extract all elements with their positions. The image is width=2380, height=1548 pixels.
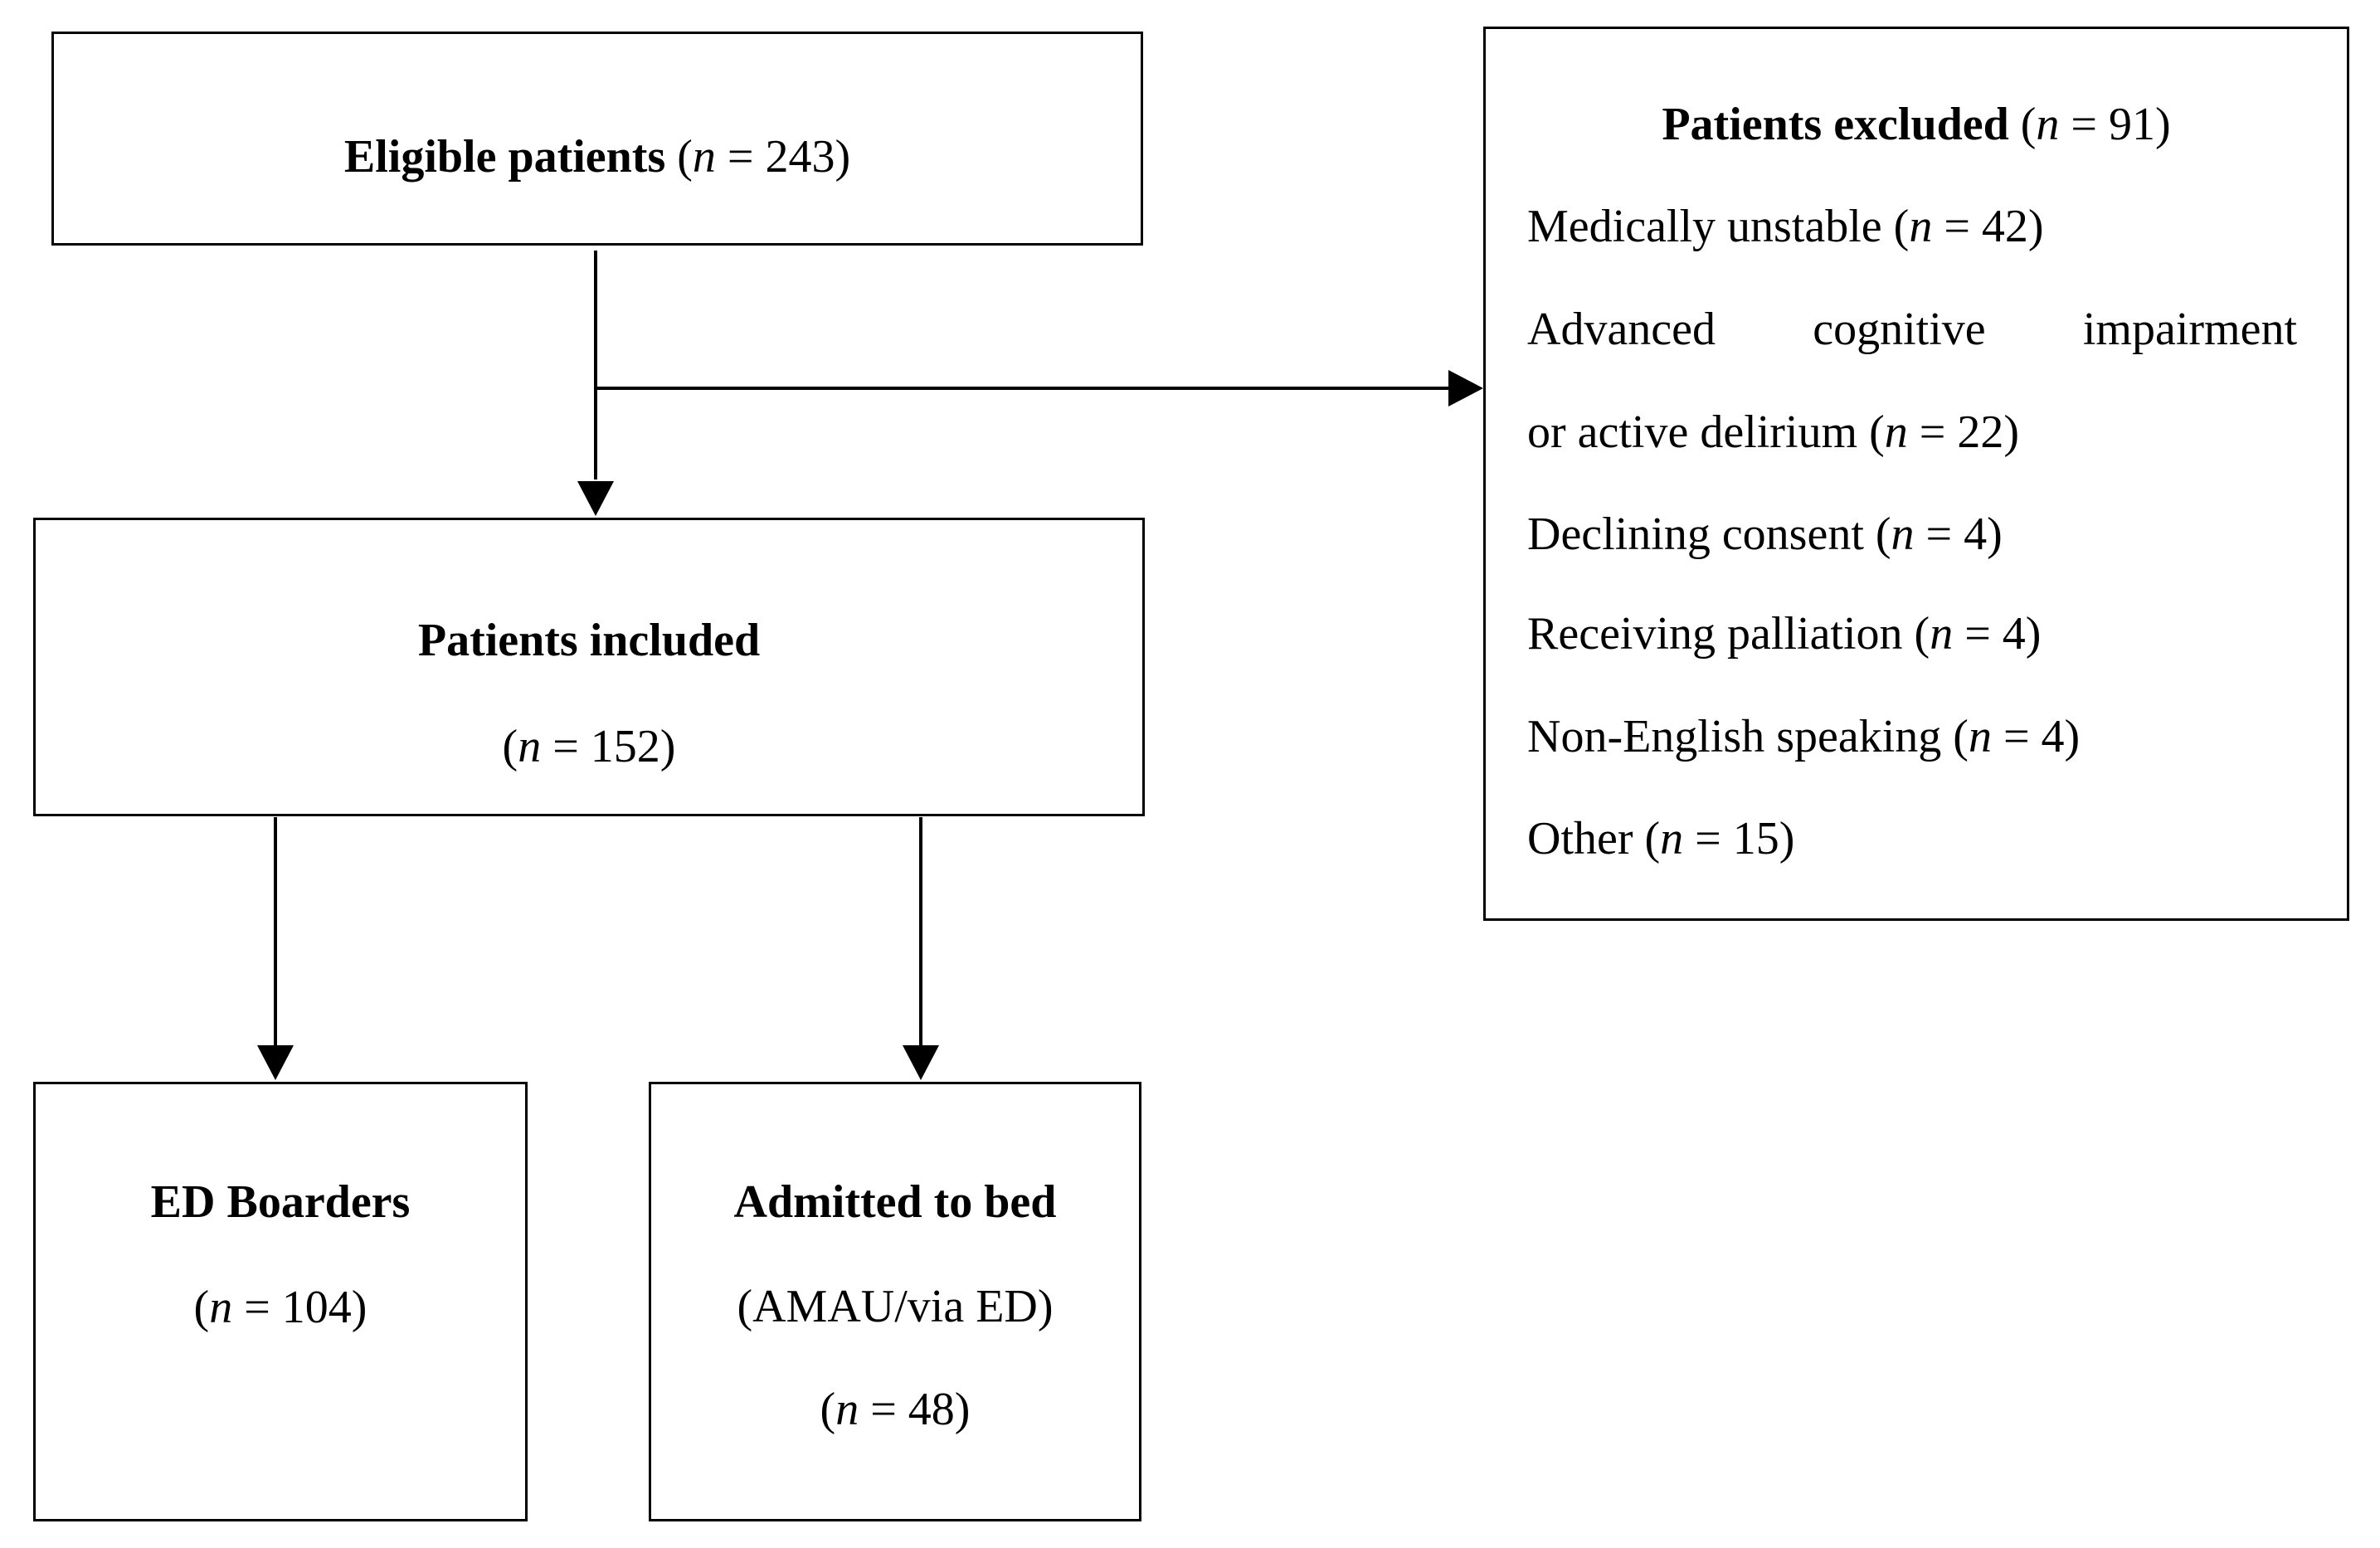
- patients-excluded-heading: Patients excluded (n = 91): [1486, 95, 2347, 153]
- admitted-to-bed-count: (n = 48): [820, 1384, 971, 1435]
- admitted-to-bed-label: Admitted to bed: [733, 1176, 1057, 1228]
- arrowhead-ed-boarders: [257, 1045, 294, 1080]
- arrowhead-included: [577, 481, 614, 516]
- exclusion-reason-non-english-speaking: Non-English speaking (n = 4): [1527, 711, 2081, 762]
- ed-boarders-count: (n = 104): [193, 1282, 367, 1333]
- arrowhead-excluded: [1448, 370, 1483, 406]
- exclusion-reason-medically-unstable: Medically unstable (n = 42): [1527, 201, 2044, 252]
- patients-included-box: Patients included (n = 152): [33, 518, 1145, 816]
- ed-boarders-box: ED Boarders (n = 104): [33, 1082, 528, 1521]
- eligible-patients-label: Eligible patients: [343, 131, 666, 183]
- patients-excluded-label: Patients excluded: [1662, 99, 2009, 150]
- patients-excluded-count: (n = 91): [2020, 99, 2171, 150]
- eligible-patients-box: Eligible patients (n = 243): [51, 32, 1143, 246]
- eligible-patients-text: Eligible patients (n = 243): [54, 128, 1141, 186]
- admitted-to-bed-sublabel: (AMAU/via ED): [737, 1281, 1054, 1332]
- exclusion-reason-declining-consent: Declining consent (n = 4): [1527, 509, 2003, 560]
- eligible-patients-count: (n = 243): [677, 131, 851, 183]
- exclusion-reason-receiving-palliation: Receiving palliation (n = 4): [1527, 608, 2042, 660]
- exclusion-reason-cognitive-impairment: Advanced cognitive impairment: [1527, 304, 2297, 355]
- patients-included-label: Patients included: [417, 615, 761, 666]
- patients-included-count: (n = 152): [502, 721, 676, 772]
- ed-boarders-label: ED Boarders: [150, 1176, 411, 1228]
- exclusion-reason-cognitive-impairment-cont: or active delirium (n = 22): [1527, 406, 2019, 458]
- exclusion-reason-other: Other (n = 15): [1527, 813, 1795, 864]
- patients-excluded-box: Patients excluded (n = 91) Medically uns…: [1483, 27, 2349, 921]
- arrowhead-admitted: [903, 1045, 939, 1080]
- admitted-to-bed-box: Admitted to bed (AMAU/via ED) (n = 48): [649, 1082, 1141, 1521]
